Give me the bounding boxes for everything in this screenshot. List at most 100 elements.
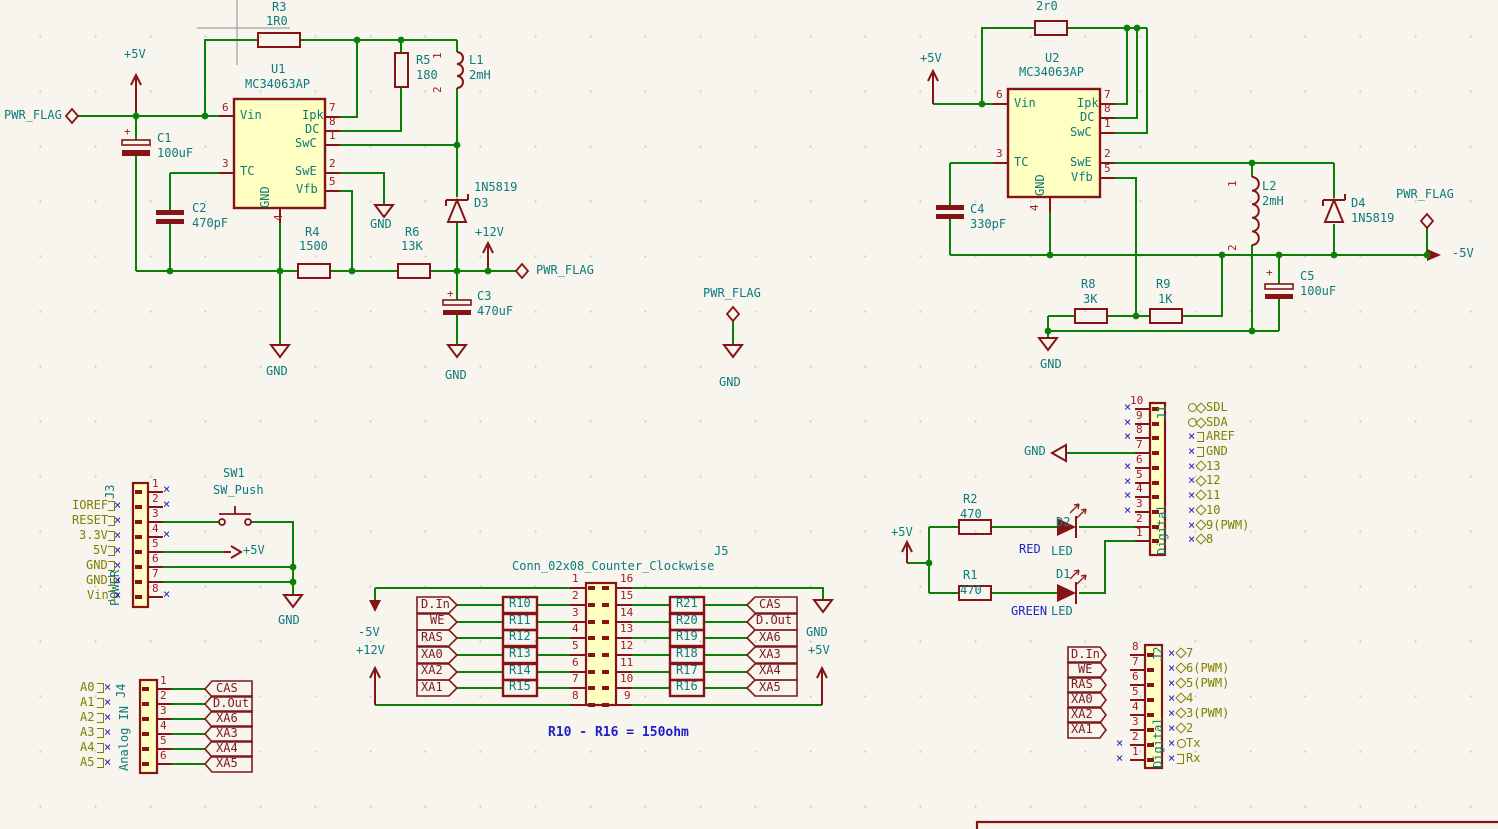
u1-pinnum-3: 3 [222, 157, 229, 170]
j1-pinnum-10: 10 [1130, 394, 1144, 407]
j5-plus12v-label: +12V [356, 643, 385, 657]
j3-body[interactable] [131, 481, 150, 609]
j4-body[interactable] [138, 678, 159, 775]
j2-hlabel-5pwm: 5(PWM) [1186, 676, 1230, 690]
connector-pin-nub [602, 670, 609, 674]
nc-x-mark: × [114, 558, 122, 572]
j3-hlabel-ioref: IOREF [72, 498, 109, 512]
j2-hlabel-6pwm: 6(PWM) [1186, 661, 1230, 675]
u2-pin-swc: SwC [1070, 125, 1092, 139]
u1-pin-gnd: GND [258, 186, 272, 208]
u1-pinnum-2: 2 [329, 157, 336, 170]
r17-ref: R17 [676, 663, 698, 677]
c3-symbol[interactable] [442, 299, 472, 315]
j2-pinnum-7: 7 [1132, 655, 1139, 668]
j1-body[interactable] [1148, 401, 1167, 557]
global-label-outline [1067, 691, 1107, 709]
u1-pin-vfb: Vfb [296, 182, 318, 196]
connector-pin-nub [1147, 728, 1154, 732]
j5-tag-din: D.In [421, 597, 450, 611]
nc-x-mark: × [114, 588, 122, 602]
nc-x-mark: × [1188, 518, 1196, 532]
j2-pinnum-5: 5 [1132, 685, 1139, 698]
sw1-symbol[interactable] [218, 506, 252, 526]
ic-pin-stubs [219, 103, 1115, 223]
j5-pinnum-8: 8 [572, 689, 579, 702]
nc-x-mark: × [1168, 751, 1176, 765]
junction-dot [1218, 251, 1226, 259]
c2-symbol[interactable] [156, 210, 184, 224]
j1-hlabel-gnd: GND [1206, 444, 1228, 458]
r5-val: 180 [416, 68, 438, 82]
j4-name: Analog IN [117, 705, 131, 771]
global-label-outline [203, 740, 253, 758]
j2-tag-xa1: XA1 [1071, 722, 1093, 736]
j2-hlabel-3pwm: 3(PWM) [1186, 706, 1230, 720]
r5-ref: R5 [416, 53, 431, 67]
j2-body[interactable] [1143, 643, 1164, 770]
c1-symbol[interactable] [121, 139, 151, 156]
j3-hlabel-3v3: 3.3V [79, 528, 108, 542]
c1-ref: C1 [157, 131, 172, 145]
u2-pin-vin: Vin [1014, 96, 1036, 110]
connector-pin-nub [1152, 436, 1159, 440]
hier-bracket-icon [97, 713, 104, 723]
nc-x-mark: × [1124, 474, 1132, 488]
d1-led-symbol[interactable] [1057, 569, 1087, 604]
global-label-outline [416, 629, 459, 647]
connector-pin-nub [602, 686, 609, 690]
c5-val: 100uF [1300, 284, 1337, 298]
nc-x-mark: × [1124, 429, 1132, 443]
u2-pinnum-7: 7 [1104, 88, 1111, 101]
j4-hlabel-a5: A5 [80, 755, 95, 769]
l1-symbol[interactable] [456, 51, 464, 89]
wires [78, 27, 1428, 765]
u2-plus5v-label: +5V [920, 51, 942, 65]
j1-hlabel-12: 12 [1206, 473, 1221, 487]
hier-bracket-icon [108, 591, 115, 601]
hier-circle-icon [1188, 403, 1197, 412]
nc-x-mark: × [104, 725, 112, 739]
j5-ref: J5 [714, 544, 729, 558]
nc-x-mark: × [1124, 488, 1132, 502]
hier-circle-icon [1177, 739, 1186, 748]
sheet-border [975, 820, 1498, 829]
u2-body[interactable] [1006, 87, 1102, 199]
u1-body[interactable] [232, 97, 327, 210]
resistor-body [1149, 308, 1183, 324]
u1-pin-swe: SwE [295, 164, 317, 178]
nc-x-mark: × [114, 498, 122, 512]
d1-ref: D1 [1056, 567, 1071, 581]
c5-symbol[interactable] [1264, 283, 1294, 299]
j3-pinnum-4: 4 [152, 522, 159, 535]
c4-symbol[interactable] [936, 205, 964, 219]
nc-x-mark: × [163, 527, 171, 541]
j1-name: Digital [1155, 504, 1169, 555]
j2-hlabel-rx: Rx [1186, 751, 1201, 765]
nc-x-mark: × [114, 528, 122, 542]
nc-x-mark: × [1116, 736, 1124, 750]
d4-symbol[interactable] [1322, 194, 1346, 223]
r11-ref: R11 [509, 613, 531, 627]
l2-symbol[interactable] [1251, 176, 1260, 246]
u1-pin-dc: DC [305, 122, 320, 136]
j4-pinnum-1: 1 [160, 674, 167, 687]
junction-dot [453, 267, 461, 275]
d3-symbol[interactable] [445, 194, 469, 223]
nc-x-mark: × [104, 740, 112, 754]
j1-pinnum-4: 4 [1136, 482, 1143, 495]
c3-val: 470uF [477, 304, 514, 318]
j5-tag-cas: CAS [759, 597, 781, 611]
j5-pinnum-6: 6 [572, 656, 579, 669]
power-arrow-symbols [130, 68, 939, 705]
d2-led-symbol[interactable] [1057, 503, 1087, 538]
c5-plus: + [1266, 266, 1273, 279]
nc-x-mark: × [1124, 503, 1132, 517]
c4-val: 330pF [970, 217, 1007, 231]
global-label-outline [203, 755, 253, 773]
swe-gnd-label: GND [370, 217, 392, 231]
hier-bracket-icon [108, 561, 115, 571]
hier-bracket-icon [97, 743, 104, 753]
